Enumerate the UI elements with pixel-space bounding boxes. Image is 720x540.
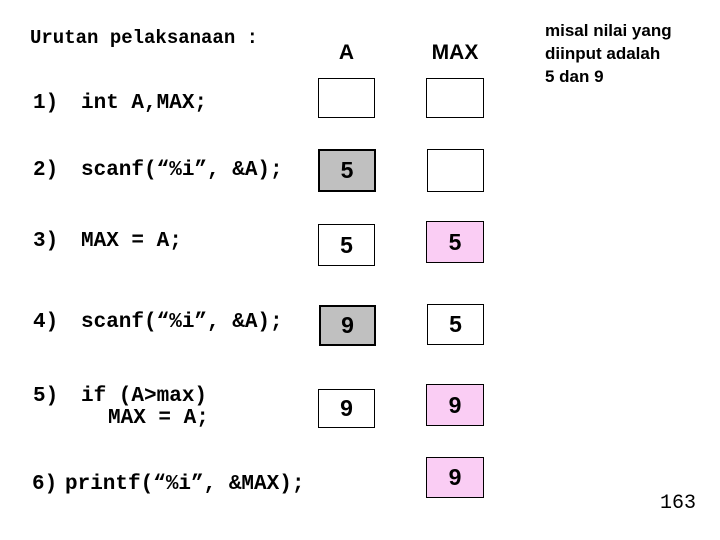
trace-box-max-step1: [426, 78, 484, 118]
step-code-4: scanf(“%i”, &A);: [81, 311, 283, 334]
trace-box-max-step5: 9: [426, 384, 484, 426]
input-note-line: misal nilai yang: [545, 21, 672, 40]
step-number-6: 6): [32, 473, 58, 496]
trace-box-max-step6: 9: [426, 457, 484, 498]
step-code-3: MAX = A;: [81, 230, 182, 253]
input-note-line: 5 dan 9: [545, 67, 604, 86]
trace-box-a-step4: 9: [319, 305, 376, 346]
step-number-3: 3): [33, 230, 59, 253]
column-header-a: A: [338, 41, 355, 64]
step-code-6: printf(“%i”, &MAX);: [65, 473, 305, 496]
trace-box-max-step3: 5: [426, 221, 484, 263]
step-code-5-line2: MAX = A;: [108, 407, 209, 430]
step-number-2: 2): [33, 159, 59, 182]
page-number: 163: [660, 492, 697, 515]
input-note-line: diinput adalah: [545, 44, 661, 63]
trace-box-a-step5: 9: [318, 389, 375, 428]
trace-box-a-step2: 5: [318, 149, 376, 192]
trace-box-a-step1: [318, 78, 375, 118]
step-number-5: 5): [33, 385, 59, 408]
step-number-1: 1): [33, 92, 59, 115]
step-code-2: scanf(“%i”, &A);: [81, 159, 283, 182]
step-code-5-line1: if (A>max): [81, 385, 208, 408]
slide-title: Urutan pelaksanaan :: [30, 27, 259, 49]
trace-box-a-step3: 5: [318, 224, 375, 266]
input-note: misal nilai yang diinput adalah 5 dan 9: [545, 19, 672, 88]
trace-box-max-step2: [427, 149, 484, 192]
step-number-4: 4): [33, 311, 59, 334]
trace-box-max-step4: 5: [427, 304, 484, 345]
column-header-max: MAX: [431, 41, 479, 64]
step-code-1: int A,MAX;: [81, 92, 208, 115]
